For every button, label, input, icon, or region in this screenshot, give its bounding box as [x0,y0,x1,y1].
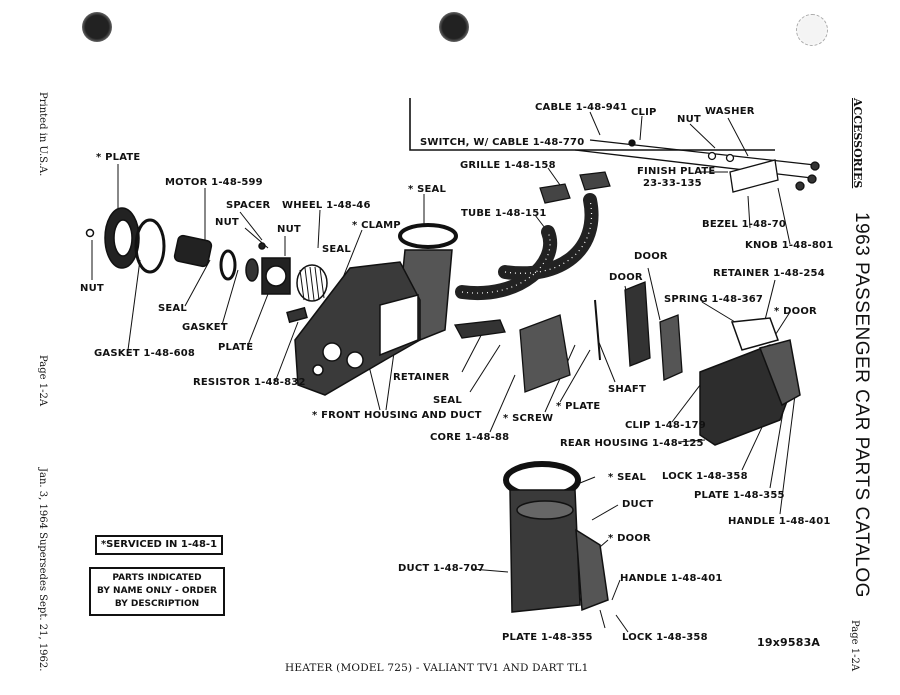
label-seal-mid: SEAL [433,395,462,406]
core-and-doors [453,281,683,393]
grilles [539,171,611,204]
label-motor: MOTOR 1-48-599 [165,177,263,188]
label-resistor: RESISTOR 1-48-832 [193,377,306,388]
label-plate-355b: PLATE 1-48-355 [502,632,593,643]
label-handle-a: HANDLE 1-48-401 [728,516,831,527]
name-only-line-3: BY DESCRIPTION [114,599,200,609]
name-only-line-1: PARTS INDICATED [112,573,202,583]
label-duct: DUCT [622,499,654,510]
label-rear-housing: REAR HOUSING 1-48-125 [560,438,704,449]
tube-ribs [461,199,593,294]
label-plate-mid: * PLATE [556,401,601,412]
label-plate-left: PLATE [218,342,254,353]
label-finish-plate-2: 23-33-135 [643,178,702,189]
label-bezel: BEZEL 1-48-70 [702,219,787,230]
label-seal-a: SEAL [322,244,351,255]
label-nut-top: NUT [677,114,701,125]
label-nut-c: NUT [80,283,104,294]
leader-lines [91,111,796,633]
blower-parts [85,207,328,324]
serviced-note: *SERVICED IN 1-48-1 [95,535,223,555]
label-door-a: DOOR [634,251,668,262]
label-handle-b: HANDLE 1-48-401 [620,573,723,584]
label-door-b: DOOR [609,272,643,283]
binder-hole-center [439,12,469,42]
label-nut-b: NUT [277,224,301,235]
label-plate-top: * PLATE [96,152,141,163]
label-spring: SPRING 1-48-367 [664,294,764,305]
label-seal-bottom: * SEAL [608,472,647,483]
cables [574,139,820,193]
label-gasket: GASKET [182,322,228,333]
label-wheel: WHEEL 1-48-46 [282,200,371,211]
label-cable: CABLE 1-48-941 [535,102,628,113]
switch-bracket-line [409,98,775,151]
rear-housing [699,317,801,446]
label-nut-a: NUT [215,217,239,228]
label-plate-355a: PLATE 1-48-355 [694,490,785,501]
figure-code: 19x9583A [757,636,821,649]
label-door-bottom: * DOOR [608,533,651,544]
label-switch: SWITCH, W/ CABLE 1-48-770 [420,137,585,148]
label-clamp: * CLAMP [352,220,401,231]
label-washer: WASHER [705,106,755,117]
label-duct-707: DUCT 1-48-707 [398,563,485,574]
label-clip-179: CLIP 1-48-179 [625,420,706,431]
label-lock-a: LOCK 1-48-358 [662,471,748,482]
label-spacer: SPACER [226,200,271,211]
label-door-star: * DOOR [774,306,817,317]
label-grille: GRILLE 1-48-158 [460,160,556,171]
binder-hole-left [82,12,112,42]
name-only-note: PARTS INDICATED BY NAME ONLY - ORDER BY … [89,567,225,616]
footer-title: HEATER (MODEL 725) - VALIANT TV1 AND DAR… [285,662,589,674]
label-clip-top: CLIP [631,107,657,118]
label-tube: TUBE 1-48-151 [461,208,547,219]
front-housing [294,223,458,396]
label-lock-b: LOCK 1-48-358 [622,632,708,643]
label-gasket-608: GASKET 1-48-608 [94,348,196,359]
binder-hole-right [796,14,828,46]
label-seal-b: SEAL [158,303,187,314]
label-finish-plate-1: FINISH PLATE [637,166,716,177]
bottom-duct [503,461,609,613]
label-seal-top: * SEAL [408,184,447,195]
label-knob: KNOB 1-48-801 [745,240,834,251]
label-shaft: SHAFT [608,384,646,395]
label-retainer-254: RETAINER 1-48-254 [713,268,825,279]
serviced-note-text: *SERVICED IN 1-48-1 [100,539,218,550]
label-front-housing: * FRONT HOUSING AND DUCT [312,410,482,421]
label-retainer: RETAINER [393,372,450,383]
name-only-line-2: BY NAME ONLY - ORDER [97,586,217,596]
label-core: CORE 1-48-88 [430,432,510,443]
label-screw: * SCREW [503,413,554,424]
